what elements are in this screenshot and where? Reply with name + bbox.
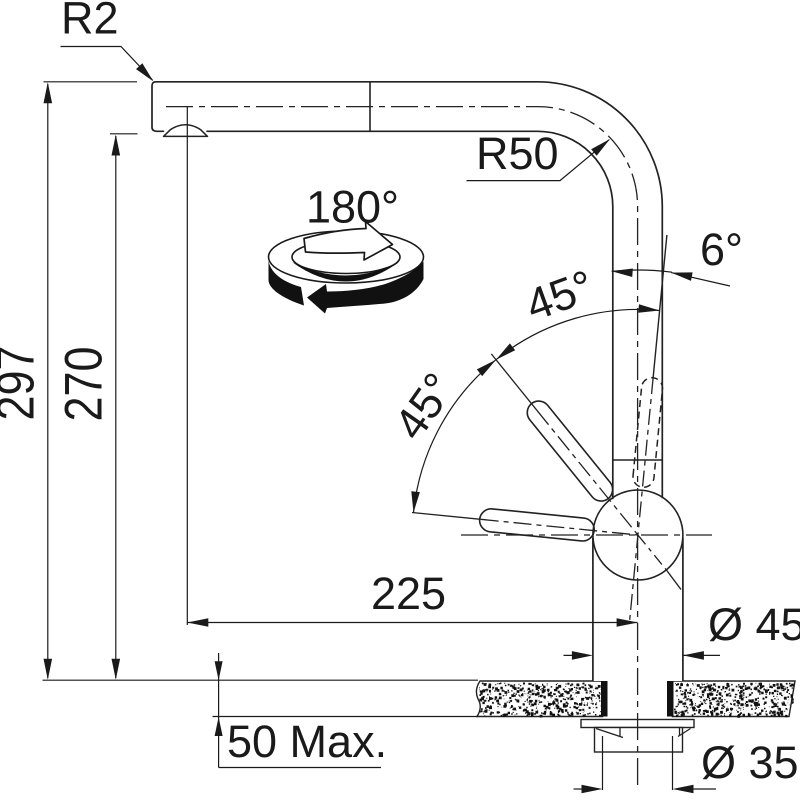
svg-text:50 Max.: 50 Max. [227, 716, 387, 767]
svg-text:R2: R2 [61, 0, 119, 44]
svg-text:270: 270 [54, 346, 113, 421]
svg-text:R50: R50 [476, 128, 559, 179]
svg-text:Ø 45: Ø 45 [708, 599, 800, 650]
svg-text:297: 297 [0, 345, 45, 420]
svg-text:225: 225 [371, 568, 446, 619]
svg-text:Ø 35: Ø 35 [701, 737, 799, 788]
svg-text:6°: 6° [700, 224, 743, 275]
svg-text:180°: 180° [306, 182, 399, 233]
